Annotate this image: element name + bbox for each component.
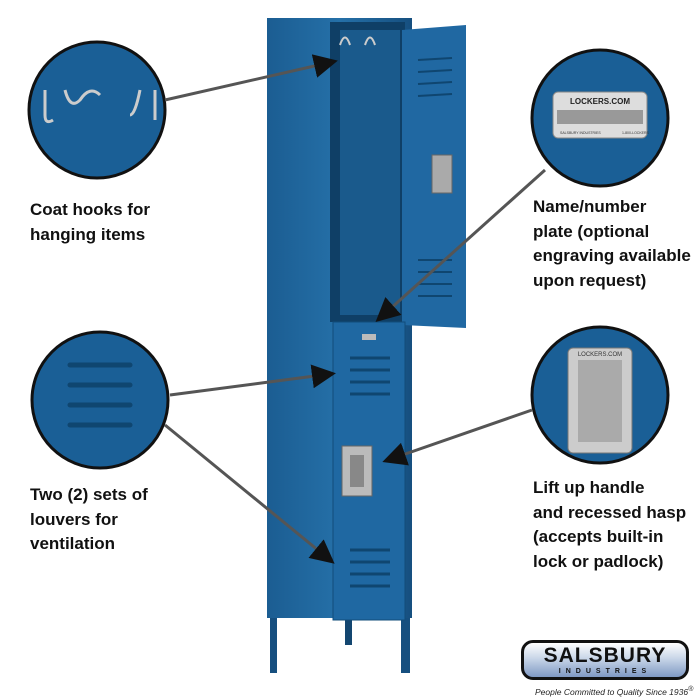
registered-mark: ® [688,685,694,693]
plate-title: LOCKERS.COM [570,97,630,106]
plate-right: 1-800-LOCKERS [622,131,650,135]
handle-plate-text: LOCKERS.COM [578,352,622,358]
louvers-detail [30,330,170,470]
tagline-text: People Committed to Quality Since 1936 [535,686,689,697]
locker [267,18,466,673]
salsbury-logo: SALSBURY INDUSTRIES [521,640,689,680]
handle-detail: LOCKERS.COM [530,325,670,465]
name-plate-detail: LOCKERS.COM SALSBURY INDUSTRIES 1-800-LO… [530,48,670,188]
coat-hooks-detail [27,40,167,180]
name-plate-caption: Name/number plate (optional engraving av… [533,197,691,290]
handle-caption: Lift up handle and recessed hasp (accept… [533,478,687,571]
logo-sub: INDUSTRIES [558,668,652,675]
callout-arrows [164,54,547,564]
coat-hooks-caption: Coat hooks for hanging items [30,200,150,244]
plate-left: SALSBURY INDUSTRIES [560,131,601,135]
logo-tagline: People Committed to Quality Since 1936® [535,685,693,697]
louvers-caption: Two (2) sets of louvers for ventilation [30,485,148,553]
logo-name: SALSBURY [543,644,667,667]
coat-hooks-small [339,36,376,46]
